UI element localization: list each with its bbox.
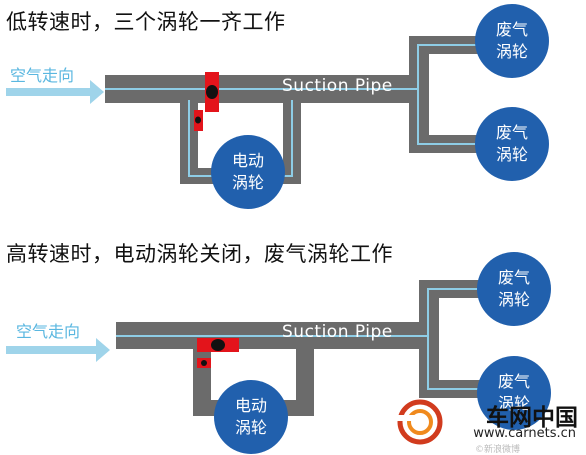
valve-disc <box>211 339 225 351</box>
air-inlet-arrow <box>6 338 110 362</box>
air-direction-label: 空气走向 <box>16 322 81 341</box>
suction-pipe-label: Suction Pipe <box>282 76 393 96</box>
exhaust-turbo-top: 废气涡轮 <box>477 252 551 326</box>
scenario-title-high-speed: 高转速时，电动涡轮关闭，废气涡轮工作 <box>6 242 393 266</box>
suction-pipe-label: Suction Pipe <box>282 322 393 342</box>
valve-disc <box>195 116 201 124</box>
electric-turbo: 电动涡轮 <box>214 380 288 454</box>
air-direction-label: 空气走向 <box>10 66 75 85</box>
brand-name: 车网中国 <box>486 405 578 431</box>
electric-turbo: 电动涡轮 <box>211 135 285 209</box>
exhaust-turbo-bottom: 废气涡轮 <box>475 107 549 181</box>
watermark: ©新浪微博 <box>474 445 520 455</box>
scenario-title-low-speed: 低转速时，三个涡轮一齐工作 <box>6 10 286 34</box>
exhaust-turbo-top: 废气涡轮 <box>475 4 549 78</box>
brand-url: www.carnets.cn <box>473 426 576 441</box>
valve-disc <box>206 85 218 99</box>
valve-disc <box>201 360 207 366</box>
exhaust-turbo-bottom: 废气涡轮 <box>477 356 551 430</box>
brand-logo-icon <box>395 399 443 445</box>
air-inlet-arrow <box>6 80 104 104</box>
